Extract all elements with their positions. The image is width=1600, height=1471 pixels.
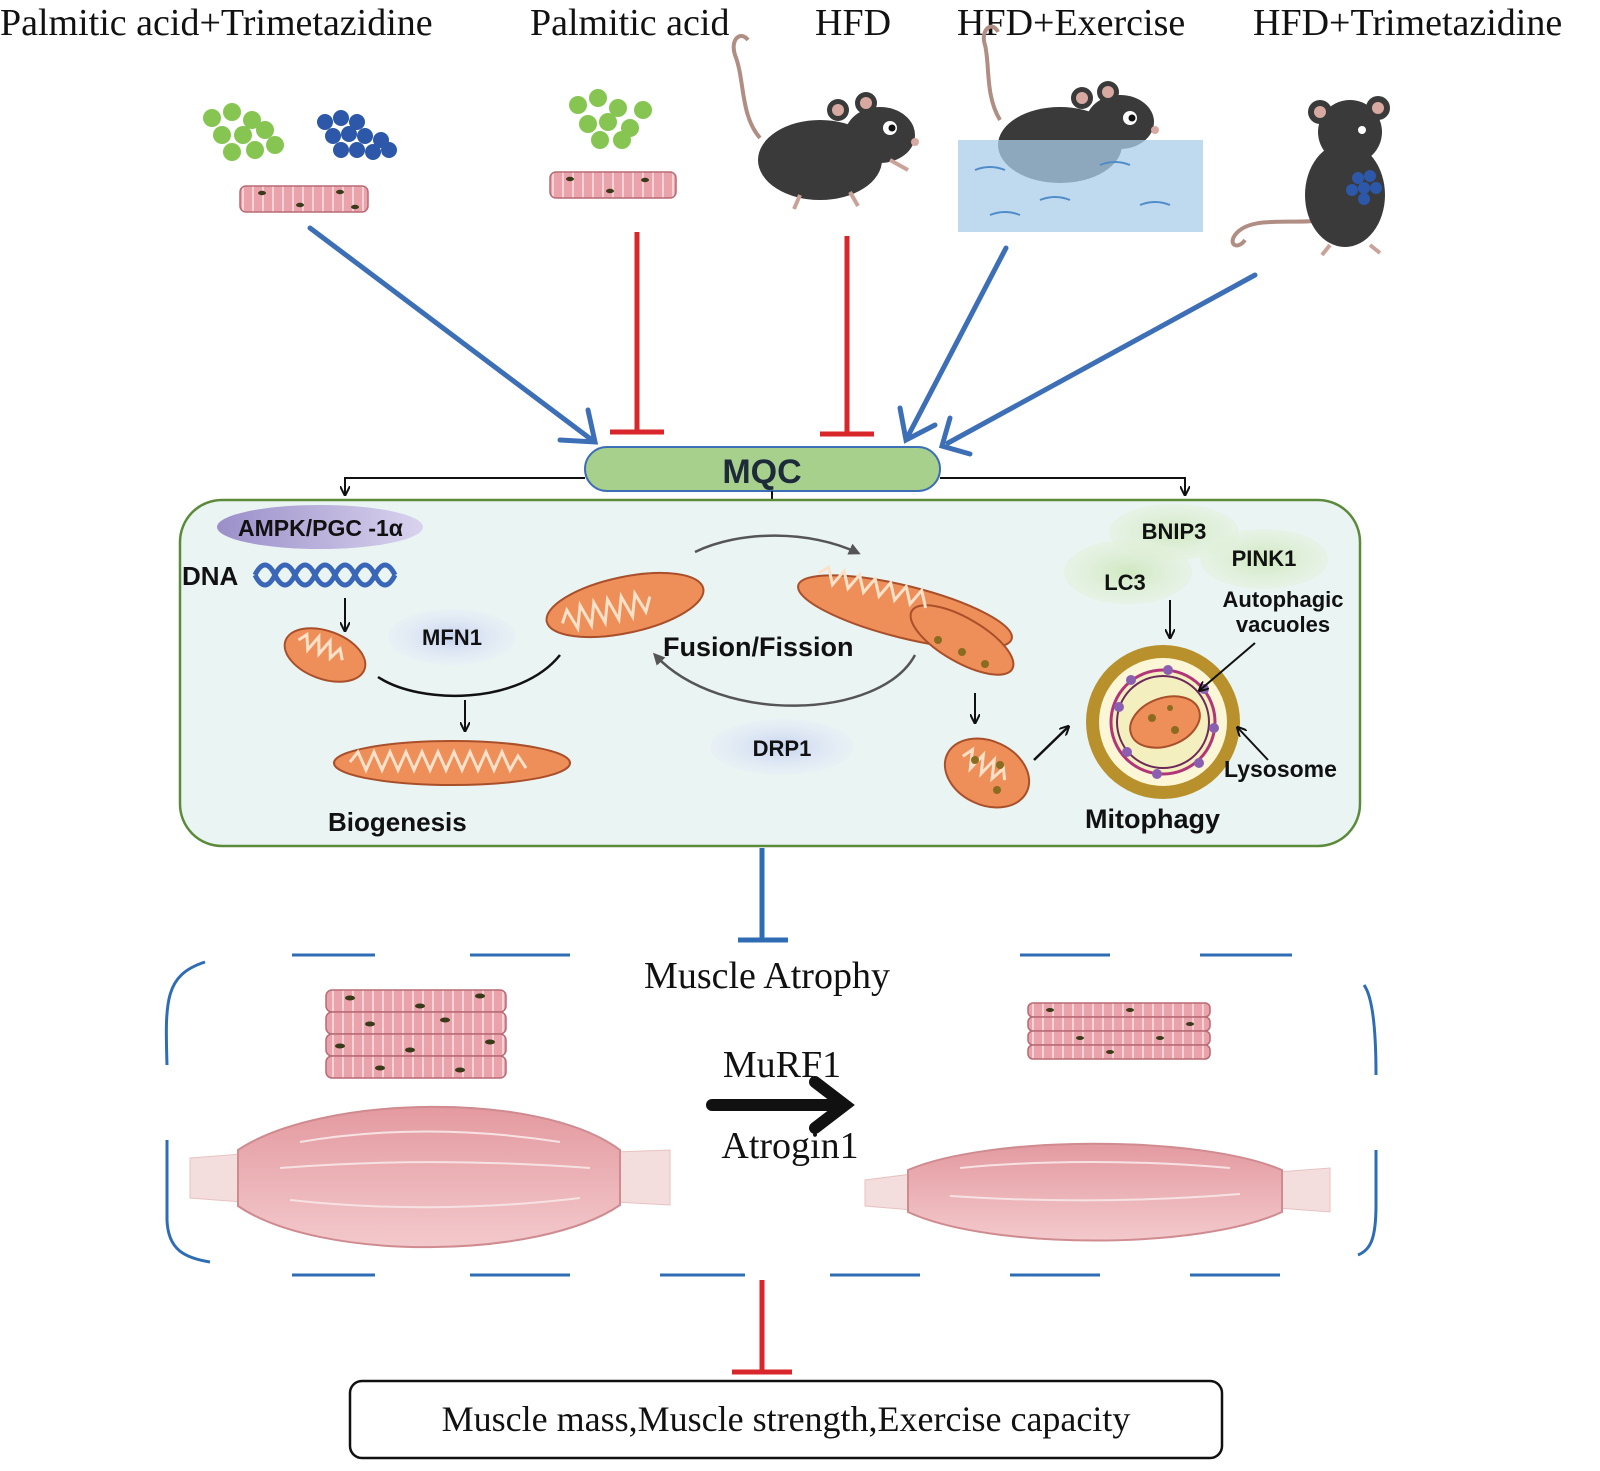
mitochondrion-icon [283, 627, 367, 683]
branched-mitochondrion-icon [797, 564, 1015, 676]
mqc-label: MQC [722, 453, 801, 491]
mqc-node [584, 446, 941, 492]
pink1-badge [1200, 529, 1328, 589]
autophagolysosome-icon [1086, 645, 1240, 799]
inhibition-arrow [820, 236, 874, 437]
atrophy-frame [164, 953, 1378, 1277]
fused-mitochondrion-icon [545, 571, 705, 639]
atrophied-fiber-bundle-icon [1027, 1002, 1211, 1060]
palmitic-acid-particles-icon [203, 103, 284, 161]
fusion-fission-arc [694, 534, 861, 555]
label-pa-trimetazidine: Palmitic acid+Trimetazidine [0, 2, 433, 44]
muscle-fiber-icon [549, 171, 677, 199]
murf1-label: MuRF1 [723, 1044, 841, 1086]
fusion-fission-arc [652, 652, 917, 707]
lc3-label: LC3 [1104, 570, 1146, 595]
ampk-pgc-badge [217, 505, 423, 549]
atrophied-muscle-icon [864, 1142, 1331, 1242]
dna-label: DNA [182, 561, 239, 591]
atrophy-arrow [706, 1076, 855, 1134]
label-hfd: HFD [815, 2, 891, 44]
drp1-label: DRP1 [753, 736, 812, 761]
damaged-mitochondrion-icon [943, 737, 1031, 809]
autophagic-vacuoles-label: vacuoles [1236, 612, 1330, 637]
palmitic-acid-particles-icon [569, 89, 652, 149]
inhibition-arrow [610, 232, 664, 435]
bnip3-label: BNIP3 [1142, 519, 1207, 544]
fusion-arc [377, 654, 561, 698]
vacuoles-pointer [1200, 642, 1256, 690]
outcome-label: Muscle mass,Muscle strength,Exercise cap… [442, 1399, 1131, 1439]
activation-arrow [938, 272, 1258, 457]
lysosome-pointer [1238, 728, 1269, 761]
muscle-fiber-bundle-icon [325, 989, 507, 1079]
mitophagy-title: Mitophagy [1085, 804, 1220, 834]
mfn1-badge [388, 609, 516, 665]
activation-arrow [897, 245, 1009, 444]
lc3-badge [1064, 540, 1192, 604]
lysosome-label: Lysosome [1224, 756, 1337, 782]
mouse-swimming-icon [958, 24, 1203, 232]
label-palmitic-acid: Palmitic acid [530, 2, 729, 44]
mouse-hfd-icon [731, 34, 919, 210]
autophagic-vacuoles-label: Autophagic [1223, 587, 1344, 612]
pink1-label: PINK1 [1232, 546, 1297, 571]
elongated-mitochondrion-icon [333, 740, 571, 786]
outcome-box [348, 1379, 1224, 1460]
biogenesis-title: Biogenesis [328, 807, 467, 837]
muscle-fiber-icon [239, 185, 369, 213]
label-hfd-trimetazidine: HFD+Trimetazidine [1253, 2, 1562, 44]
normal-muscle-icon [189, 1105, 671, 1249]
dna-helix-icon [252, 562, 398, 588]
inhibition-arrow [732, 1280, 792, 1375]
atrophy-title: Muscle Atrophy [644, 955, 890, 997]
drp1-badge [710, 719, 854, 775]
trimetazidine-particles-icon [317, 110, 397, 160]
fusion-fission-label: Fusion/Fission [663, 632, 854, 662]
activation-arrow [307, 225, 599, 445]
atrogin1-label: Atrogin1 [721, 1125, 858, 1167]
label-hfd-exercise: HFD+Exercise [957, 2, 1185, 44]
ampk-pgc-label: AMPK/PGC -1α [238, 515, 403, 541]
mouse-trimetazidine-icon [1230, 96, 1390, 257]
inhibition-arrow [738, 848, 788, 943]
mitophagy-step-arrow [1033, 727, 1068, 761]
mfn1-label: MFN1 [422, 625, 482, 650]
